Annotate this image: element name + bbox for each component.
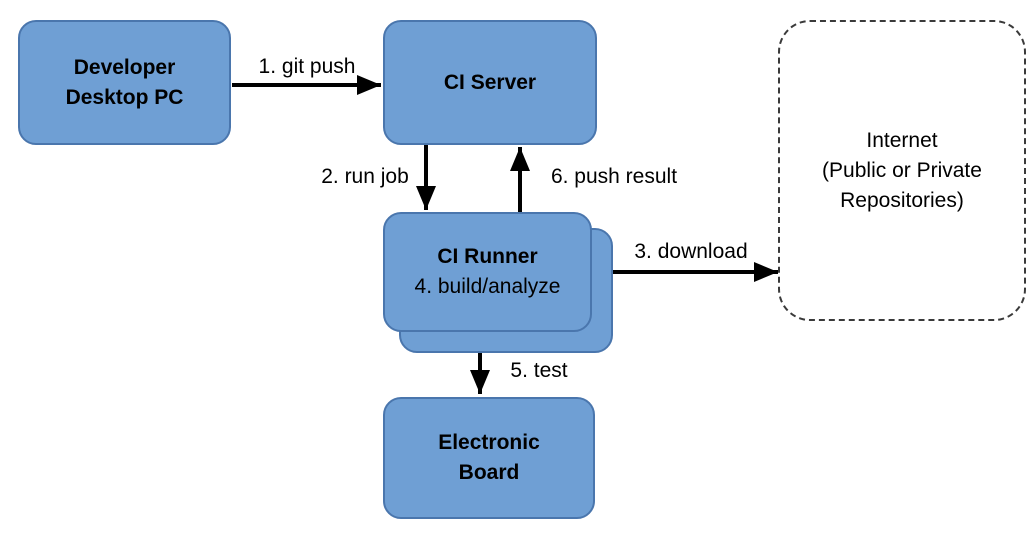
node-internet-label-line2: (Public or Private [822,158,982,182]
node-ci-runner-title: CI Runner [437,245,538,268]
node-ci-server-label: CI Server [443,70,537,94]
node-electronic-board: Electronic Board [383,397,595,519]
edge-label-git-push: 1. git push [258,55,356,78]
edge-label-run-job: 2. run job [321,165,409,188]
node-internet: Internet (Public or Private Repositories… [778,20,1026,321]
node-electronic-label-line2: Board [458,461,520,484]
node-ci-runner: CI Runner 4. build/analyze [383,212,592,332]
node-developer-desktop-pc: Developer Desktop PC [18,20,231,145]
edge-label-test: 5. test [510,359,568,382]
edge-label-download: 3. download [634,240,748,263]
node-internet-label-line3: Repositories) [840,188,964,212]
node-electronic-label-line1: Electronic [438,431,540,454]
node-internet-label-line1: Internet [866,128,938,152]
node-ci-server: CI Server [383,20,597,145]
node-developer-label-line2: Desktop PC [65,85,184,109]
edge-label-push-result: 6. push result [550,165,678,188]
node-ci-runner-subtitle: 4. build/analyze [414,275,561,298]
node-developer-label-line1: Developer [73,55,176,79]
